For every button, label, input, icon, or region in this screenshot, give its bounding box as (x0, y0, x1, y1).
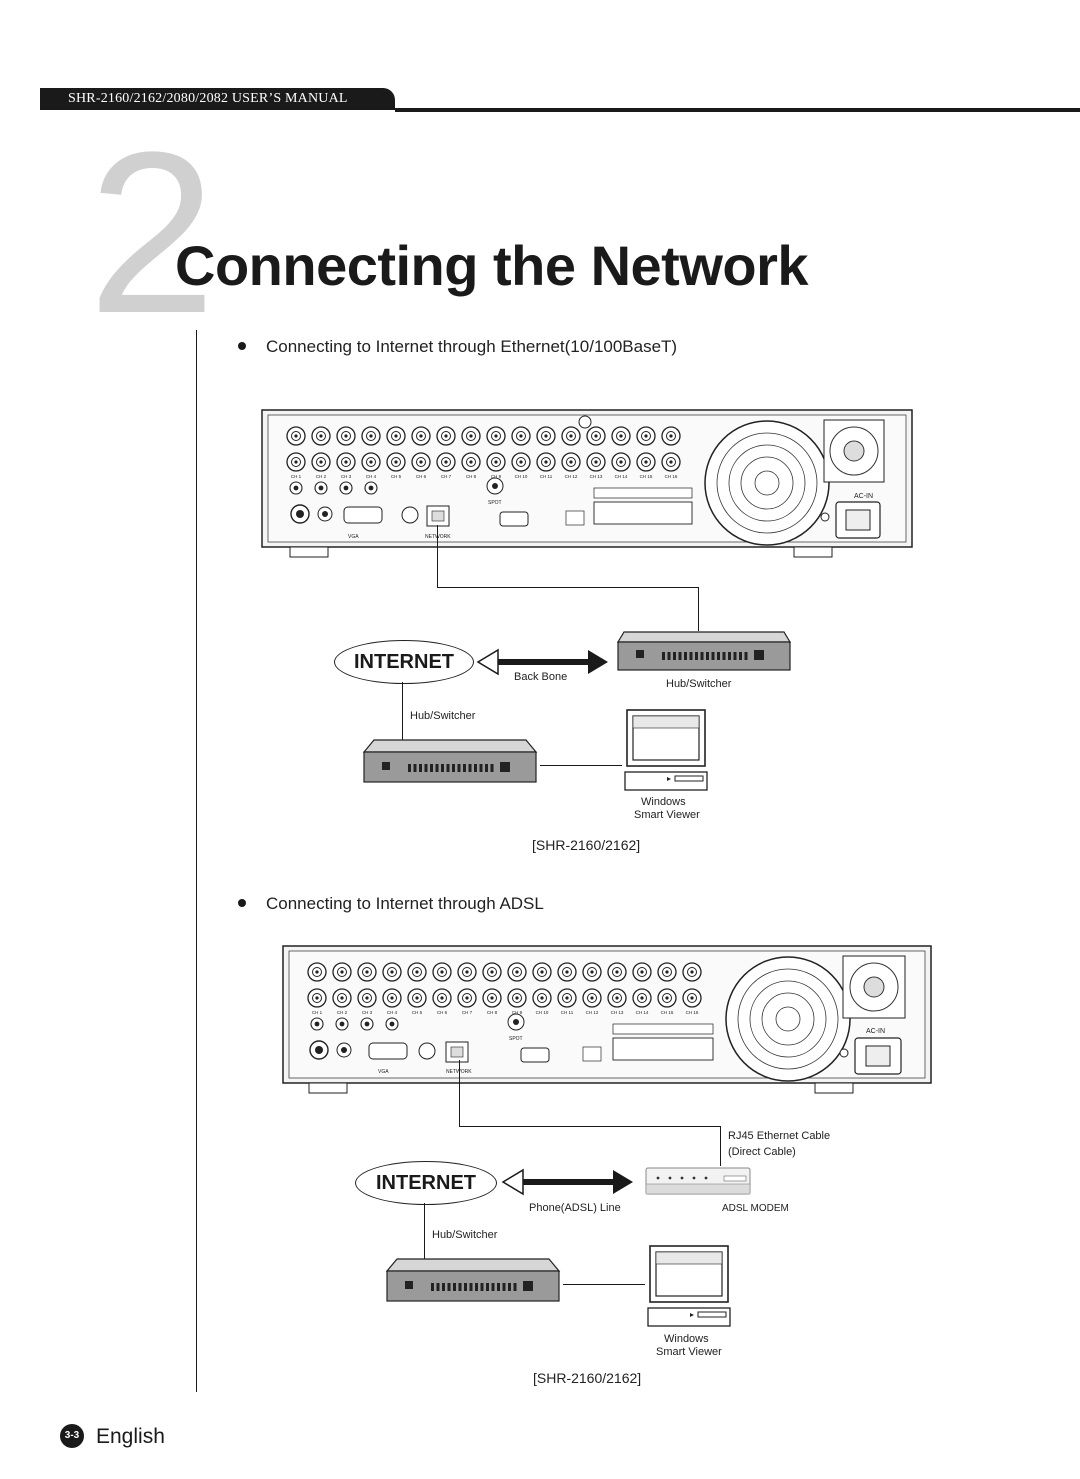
network-cable-drop (459, 1060, 460, 1126)
section-ethernet-heading: Connecting to Internet through Ethernet(… (238, 336, 677, 358)
channel-label: CH 4 (387, 1010, 398, 1015)
network-cable-rise (698, 587, 699, 631)
channel-label: CH 13 (590, 474, 603, 479)
ac-in-label: AC-IN (866, 1028, 886, 1035)
channel-label: CH 8 (466, 474, 477, 479)
hub-switcher-right (616, 631, 792, 671)
modem-label: ADSL MODEM (722, 1203, 789, 1214)
pc-label-line1: Windows (641, 796, 686, 808)
internet-to-hub-line (424, 1203, 425, 1263)
network-cable-drop (437, 525, 438, 587)
channel-label: CH 9 (491, 474, 502, 479)
channel-label: CH 10 (536, 1010, 549, 1015)
channel-label: CH 5 (391, 474, 402, 479)
header-rule (395, 108, 1080, 112)
channel-label: CH 11 (561, 1010, 574, 1015)
pc-label-line2: Smart Viewer (634, 809, 700, 821)
adsl-line-arrow (501, 1168, 633, 1196)
phone-line-label: Phone(ADSL) Line (529, 1202, 621, 1214)
hub-switcher-left (362, 739, 538, 783)
dvr-rear-panel: CH 1 CH 2 CH 3 CH 4 CH 5 CH 6 CH 7 CH 8 CH 9 CH 1… (282, 945, 932, 1094)
channel-label: CH 4 (366, 474, 377, 479)
hub-switcher-left (385, 1258, 561, 1302)
channel-label: CH 12 (586, 1010, 599, 1015)
channel-label: CH 1 (312, 1010, 323, 1015)
pc-label-line2: Smart Viewer (656, 1346, 722, 1358)
section-adsl-heading-text: Connecting to Internet through ADSL (266, 894, 544, 913)
margin-rule (196, 330, 197, 1392)
channel-label: CH 13 (611, 1010, 624, 1015)
channel-label: CH 10 (515, 474, 528, 479)
vga-port-label: VGA (348, 534, 359, 540)
pc-smart-viewer (647, 1245, 731, 1327)
internet-cloud: INTERNET (334, 640, 474, 684)
page-number-badge: 3-3 (60, 1424, 84, 1448)
channel-label: CH 11 (540, 474, 553, 479)
dvr-rear-panel: CH 1 CH 2 CH 3 CH 4 CH 5 CH 6 CH 7 CH 8 CH 9 CH 1… (261, 409, 913, 558)
channel-label: CH 9 (512, 1010, 523, 1015)
channel-label: CH 8 (487, 1010, 498, 1015)
channel-label: CH 14 (636, 1010, 649, 1015)
bullet-dot (238, 341, 246, 350)
network-cable-run (459, 1126, 721, 1127)
cable-label-line1: RJ45 Ethernet Cable (728, 1130, 831, 1142)
figure-caption: [SHR-2160/2162] (532, 837, 641, 853)
channel-label: CH 2 (337, 1010, 348, 1015)
chapter-title: Connecting the Network (175, 234, 809, 297)
channel-label: CH 6 (416, 474, 427, 479)
channel-label: CH 12 (565, 474, 578, 479)
pc-smart-viewer (624, 709, 708, 791)
channel-label: CH 16 (665, 474, 678, 479)
channel-label: CH 3 (362, 1010, 373, 1015)
cable-label-line2: (Direct Cable) (728, 1146, 796, 1158)
network-cable-rise (720, 1126, 721, 1166)
pc-label-line1: Windows (664, 1333, 709, 1345)
network-port-label: NETWORK (446, 1065, 472, 1079)
backbone-label: Back Bone (514, 671, 568, 683)
backbone-arrow (476, 648, 608, 676)
channel-label: CH 15 (661, 1010, 674, 1015)
channel-label: CH 14 (615, 474, 628, 479)
internet-cloud: INTERNET (355, 1161, 497, 1205)
channel-label: CH 16 (686, 1010, 699, 1015)
channel-label: CH 2 (316, 474, 327, 479)
spot-port-label: SPOT (488, 500, 502, 506)
hub-left-label: Hub/Switcher (410, 710, 476, 722)
channel-label: CH 15 (640, 474, 653, 479)
manual-title-tab: SHR-2160/2162/2080/2082 USER’S MANUAL (40, 88, 395, 110)
section-adsl-heading: Connecting to Internet through ADSL (238, 893, 544, 915)
channel-label: CH 7 (441, 474, 452, 479)
channel-label: CH 5 (412, 1010, 423, 1015)
ac-in-label: AC-IN (854, 493, 874, 500)
hub-to-pc-line (540, 765, 622, 766)
network-cable-run (437, 587, 699, 588)
channel-label: CH 7 (462, 1010, 473, 1015)
vga-port-label: VGA (378, 1069, 389, 1075)
figure-caption: [SHR-2160/2162] (533, 1370, 642, 1386)
footer-language: English (96, 1425, 165, 1448)
internet-to-hub-line (402, 682, 403, 740)
spot-port-label: SPOT (509, 1036, 523, 1042)
hub-to-pc-line (563, 1284, 645, 1285)
adsl-modem (645, 1167, 751, 1195)
channel-label: CH 3 (341, 474, 352, 479)
hub-right-label: Hub/Switcher (666, 678, 732, 690)
section-ethernet-heading-text: Connecting to Internet through Ethernet(… (266, 337, 678, 356)
chapter-number: 2 (88, 104, 216, 361)
bullet-dot (238, 898, 246, 907)
channel-label: CH 6 (437, 1010, 448, 1015)
channel-label: CH 1 (291, 474, 302, 479)
hub-left-label: Hub/Switcher (432, 1229, 498, 1241)
